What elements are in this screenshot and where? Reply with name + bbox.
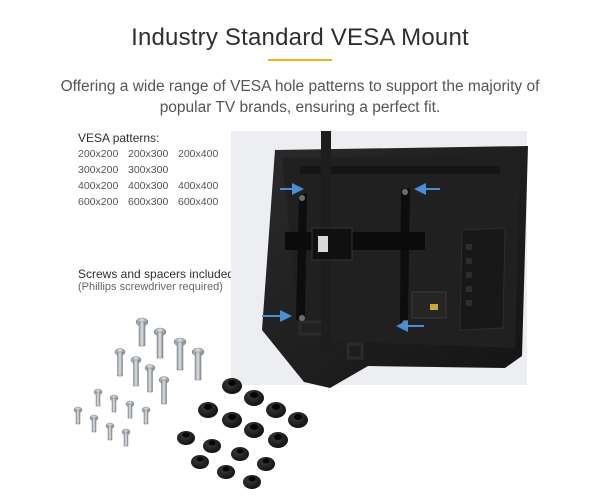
vesa-pattern: 400x400 xyxy=(178,180,219,192)
screws-illustration xyxy=(73,317,205,447)
vesa-patterns-grid: 200x200 200x300 200x400 300x200 300x300 … xyxy=(78,148,228,209)
vesa-pattern: 400x200 xyxy=(78,180,119,192)
vesa-pattern: 400x300 xyxy=(128,180,169,192)
title-underline xyxy=(268,59,332,61)
vesa-pattern: 600x200 xyxy=(78,196,119,208)
subtitle: Offering a wide range of VESA hole patte… xyxy=(60,78,540,116)
vesa-pattern xyxy=(178,164,228,177)
spacers-illustration xyxy=(177,378,308,489)
screws-heading: Screws and spacers included xyxy=(78,267,235,281)
product-photo-background xyxy=(231,131,527,385)
vesa-pattern: 300x200 xyxy=(78,164,119,176)
page-title: Industry Standard VESA Mount xyxy=(131,24,469,51)
vesa-pattern: 200x400 xyxy=(178,148,219,160)
vesa-pattern: 300x300 xyxy=(128,164,169,176)
vesa-pattern: 600x300 xyxy=(128,196,169,208)
vesa-pattern: 200x200 xyxy=(78,148,119,160)
vesa-pattern: 200x300 xyxy=(128,148,169,160)
vesa-patterns-heading: VESA patterns: xyxy=(78,131,160,145)
vesa-pattern: 600x400 xyxy=(178,196,219,208)
screws-note: (Phillips screwdriver required) xyxy=(78,281,223,293)
